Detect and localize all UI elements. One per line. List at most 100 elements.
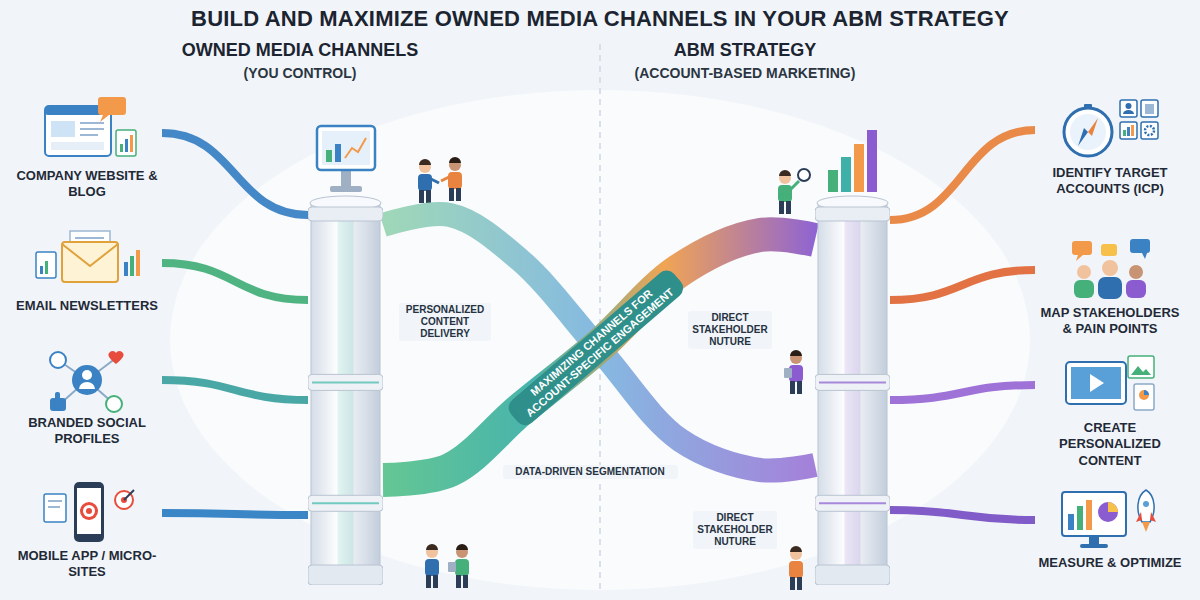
channel-label: IDENTIFY TARGET ACCOUNTS (ICP) [1035,165,1185,198]
video-content-icon [1131,366,1151,375]
person-figure [789,561,803,578]
stakeholders-icon [1074,280,1094,298]
person-figure [441,157,462,201]
connector-group [162,130,1035,520]
email-icon [36,231,140,282]
stakeholders-icon [1126,280,1146,298]
compass-icon [1120,122,1137,139]
channel-node: MAP STAKEHOLDERS & PAIN POINTS [1035,235,1185,338]
compass-icon [1131,125,1134,136]
stakeholders-icon [1130,239,1150,253]
person-figure [449,157,461,163]
compass-icon [1141,122,1158,139]
website-icon [51,142,104,150]
website-icon [45,97,136,156]
person-figure [449,188,454,201]
social-network-icon [50,352,66,368]
person-figure [425,559,439,576]
channel-label: EMAIL NEWSLETTERS [12,298,162,314]
mobile-icon [115,491,133,509]
social-network-icon [55,392,60,400]
channel-node: CREATE PERSONALIZED CONTENT [1035,350,1185,469]
person-figure [455,559,469,576]
email-icon [136,250,140,276]
stakeholders-icon [1077,265,1091,279]
person-figure [784,350,803,394]
stakeholders-icon [1072,239,1150,299]
website-icon [120,144,123,152]
dashboard-icon [1080,544,1108,548]
stakeholders-icon [1101,244,1117,256]
channel-node: BRANDED SOCIAL PROFILES [12,345,162,448]
dashboard-icon [1142,522,1150,532]
video-content-icon [1066,356,1154,410]
person-figure [786,201,791,214]
stakeholders-icon [1129,265,1143,279]
pillar-node: ABM STRATEGY(ACCOUNT-BASED MARKETING) [815,195,890,585]
compass-icon [1078,128,1088,146]
monitor-illustration [317,126,375,192]
email-icon [75,237,104,239]
website-icon [80,122,104,124]
connector-tube [162,513,308,515]
channel-node: MOBILE APP / MICRO-SITES [12,478,162,581]
email-icon [124,262,128,276]
mobile-icon [80,502,98,520]
dashboard-icon [1062,490,1156,548]
person-figure [798,169,810,181]
mobile-icon [44,482,134,542]
connector-tube [890,130,1035,220]
pillar-ring [815,495,890,511]
email-icon [62,242,118,282]
channel-label: MAP STAKEHOLDERS & PAIN POINTS [1035,305,1185,338]
channel-label: COMPANY WEBSITE & BLOG [12,168,162,201]
stakeholders-icon [1098,277,1122,299]
compass-icon [1145,104,1154,114]
stakeholders-icon [1076,255,1083,261]
social-network-icon [72,365,102,395]
monitor-illustration [326,150,332,162]
website-icon [125,139,128,152]
pillar-node: OWNED MEDIA CHANNELS(YOU CONTROL) [308,195,383,585]
stakeholders-icon [1102,260,1118,276]
dashboard-icon [1108,502,1118,512]
bar-chart-illustration [841,157,851,192]
person-figure [790,350,802,356]
person-figure [433,575,438,588]
pillar-heading: OWNED MEDIA CHANNELS(YOU CONTROL) [170,40,430,81]
mobile-icon [86,508,92,514]
person-figure [463,575,468,588]
channel-label: MOBILE APP / MICRO-SITES [12,548,162,581]
subheading-text: (ACCOUNT-BASED MARKETING) [605,65,885,82]
pillar-ring-glow [819,502,886,504]
pillar-ring-glow [819,381,886,383]
channel-label: CREATE PERSONALIZED CONTENT [1035,420,1185,469]
person-figure [448,544,469,588]
person-figure [456,575,461,588]
person-figure [431,179,439,183]
compass-icon [1088,118,1098,136]
person-figure [419,159,431,165]
divider-line [599,44,601,590]
connector-tube [162,380,308,400]
person-figure [790,546,802,552]
connector-tube [890,510,1035,520]
channel-label: BRANDED SOCIAL PROFILES [12,415,162,448]
compass-icon [1127,127,1130,136]
stakeholders-icon [1072,241,1092,255]
person-figure [456,544,468,550]
person-figure [784,368,792,378]
compass-icon [1070,114,1106,150]
website-icon [80,134,98,136]
dashboard-icon [1086,500,1092,530]
video-content-icon [1144,390,1149,395]
dashboard-icon [1068,514,1074,530]
mobile-icon [48,506,60,508]
website-icon [130,135,133,152]
email-icon [45,261,48,274]
monitor-illustration [345,138,366,158]
compass-icon [1145,126,1154,135]
monitor-illustration [335,144,341,162]
